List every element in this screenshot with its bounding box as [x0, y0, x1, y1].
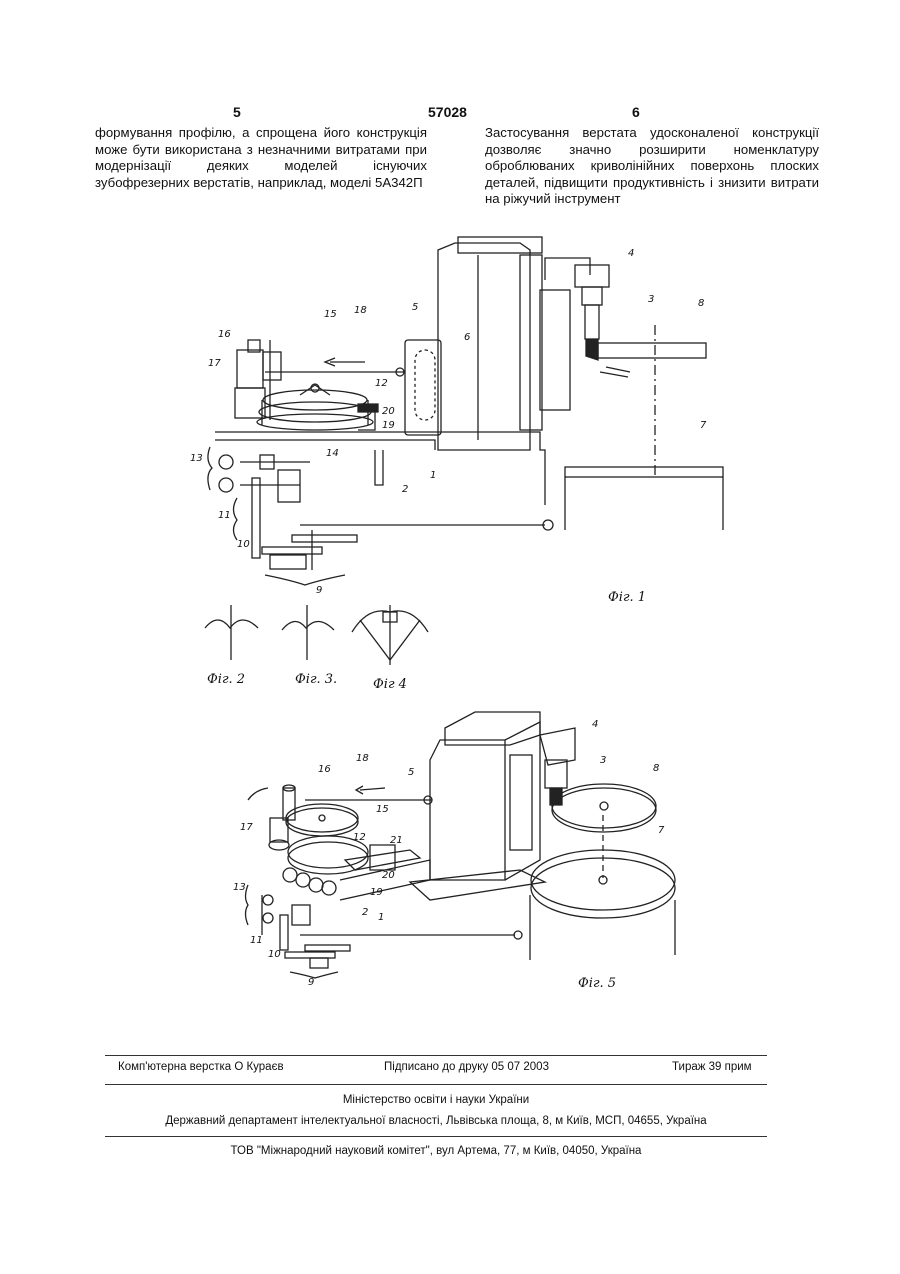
- fig5-label-2: 2: [362, 907, 368, 918]
- fig1-label-20: 20: [382, 406, 395, 417]
- fig5-label-7: 7: [658, 825, 665, 836]
- fig3-caption: Фіг. 3.: [295, 672, 337, 687]
- fig1-label-17: 17: [208, 358, 221, 369]
- fig5-label-1: 1: [378, 912, 384, 923]
- fig5-label-3: 3: [600, 755, 606, 766]
- gearbox: [278, 470, 300, 502]
- column-5-iso: [430, 740, 505, 880]
- footer-circulation: Тираж 39 прим: [672, 1061, 752, 1073]
- fig1-label-6: 6: [464, 332, 470, 343]
- cutter-3: [586, 340, 598, 360]
- fig1-label-7: 7: [700, 420, 707, 431]
- fig1-label-3: 3: [648, 294, 654, 305]
- fig1-label-11: 11: [218, 510, 231, 521]
- fig1-label-2: 2: [402, 484, 408, 495]
- footer-rule-top: [105, 1055, 767, 1056]
- fig4-caption: Фіг 4: [373, 677, 407, 692]
- fig1-label-9: 9: [316, 585, 322, 596]
- footer-signed: Підписано до друку 05 07 2003: [384, 1061, 549, 1073]
- fig1-label-4: 4: [628, 248, 634, 259]
- footer-ministry: Міністерство освіти і науки України: [105, 1094, 767, 1106]
- footer-rule-bottom: [105, 1136, 767, 1137]
- fig5-caption: Фіг. 5: [578, 976, 616, 991]
- fig5-label-18: 18: [356, 753, 369, 764]
- fig5-label-17: 17: [240, 822, 253, 833]
- footer-typesetting: Комп'ютерна верстка О Кураєв: [118, 1061, 284, 1073]
- fig1-label-12: 12: [375, 378, 388, 389]
- fig1-caption: Фіг. 1: [608, 590, 646, 605]
- fig3-profile: [282, 621, 334, 630]
- fig5-label-12: 12: [353, 832, 366, 843]
- fig1-label-19: 19: [382, 420, 395, 431]
- fig2-caption: Фіг. 2: [207, 672, 245, 687]
- fig1-label-16: 16: [218, 329, 231, 340]
- fig1-label-10: 10: [237, 539, 250, 550]
- fig5-label-11: 11: [250, 935, 263, 946]
- fig5-label-5: 5: [408, 767, 414, 778]
- fig5-label-8: 8: [653, 763, 659, 774]
- fig1-label-8: 8: [698, 298, 704, 309]
- figures-2-4: Фіг. 2 Фіг. 3. Фіг 4: [205, 605, 428, 692]
- fig1-label-1: 1: [430, 470, 436, 481]
- footer-rule-middle: [105, 1084, 767, 1085]
- footer-publisher: ТОВ "Міжнародний науковий комітет", вул …: [105, 1145, 767, 1157]
- figure-1: 1 2 3 4 5 6 7 8 9 10 11 12 13 14 15 16 1…: [190, 237, 723, 605]
- fig1-label-13: 13: [190, 453, 203, 464]
- post-17: [237, 350, 263, 388]
- bracket-2: [375, 450, 383, 485]
- fig1-label-14: 14: [326, 448, 339, 459]
- table-7: [565, 467, 723, 477]
- fig5-label-21: 21: [390, 835, 403, 846]
- spindle-head-4: [575, 265, 609, 287]
- fig5-label-16: 16: [318, 764, 331, 775]
- disk-8: [552, 784, 656, 828]
- fig5-label-9: 9: [308, 977, 314, 988]
- fig5-label-4: 4: [592, 719, 598, 730]
- fig5-label-19: 19: [370, 887, 383, 898]
- footer-department: Державний департамент інтелектуальної вл…: [105, 1115, 767, 1127]
- workpiece-8: [598, 343, 706, 358]
- disk-15: [263, 390, 367, 410]
- figure-5: 1 2 3 4 5 7 8 9 10 11 12 13 15 16 17 18 …: [233, 712, 675, 991]
- fig1-label-5: 5: [412, 302, 418, 313]
- fig5-label-15: 15: [376, 804, 389, 815]
- column-5: [438, 243, 530, 450]
- fig1-label-15: 15: [324, 309, 337, 320]
- fig5-label-13: 13: [233, 882, 246, 893]
- fig5-label-10: 10: [268, 949, 281, 960]
- fig5-label-20: 20: [382, 870, 395, 881]
- fig1-label-18: 18: [354, 305, 367, 316]
